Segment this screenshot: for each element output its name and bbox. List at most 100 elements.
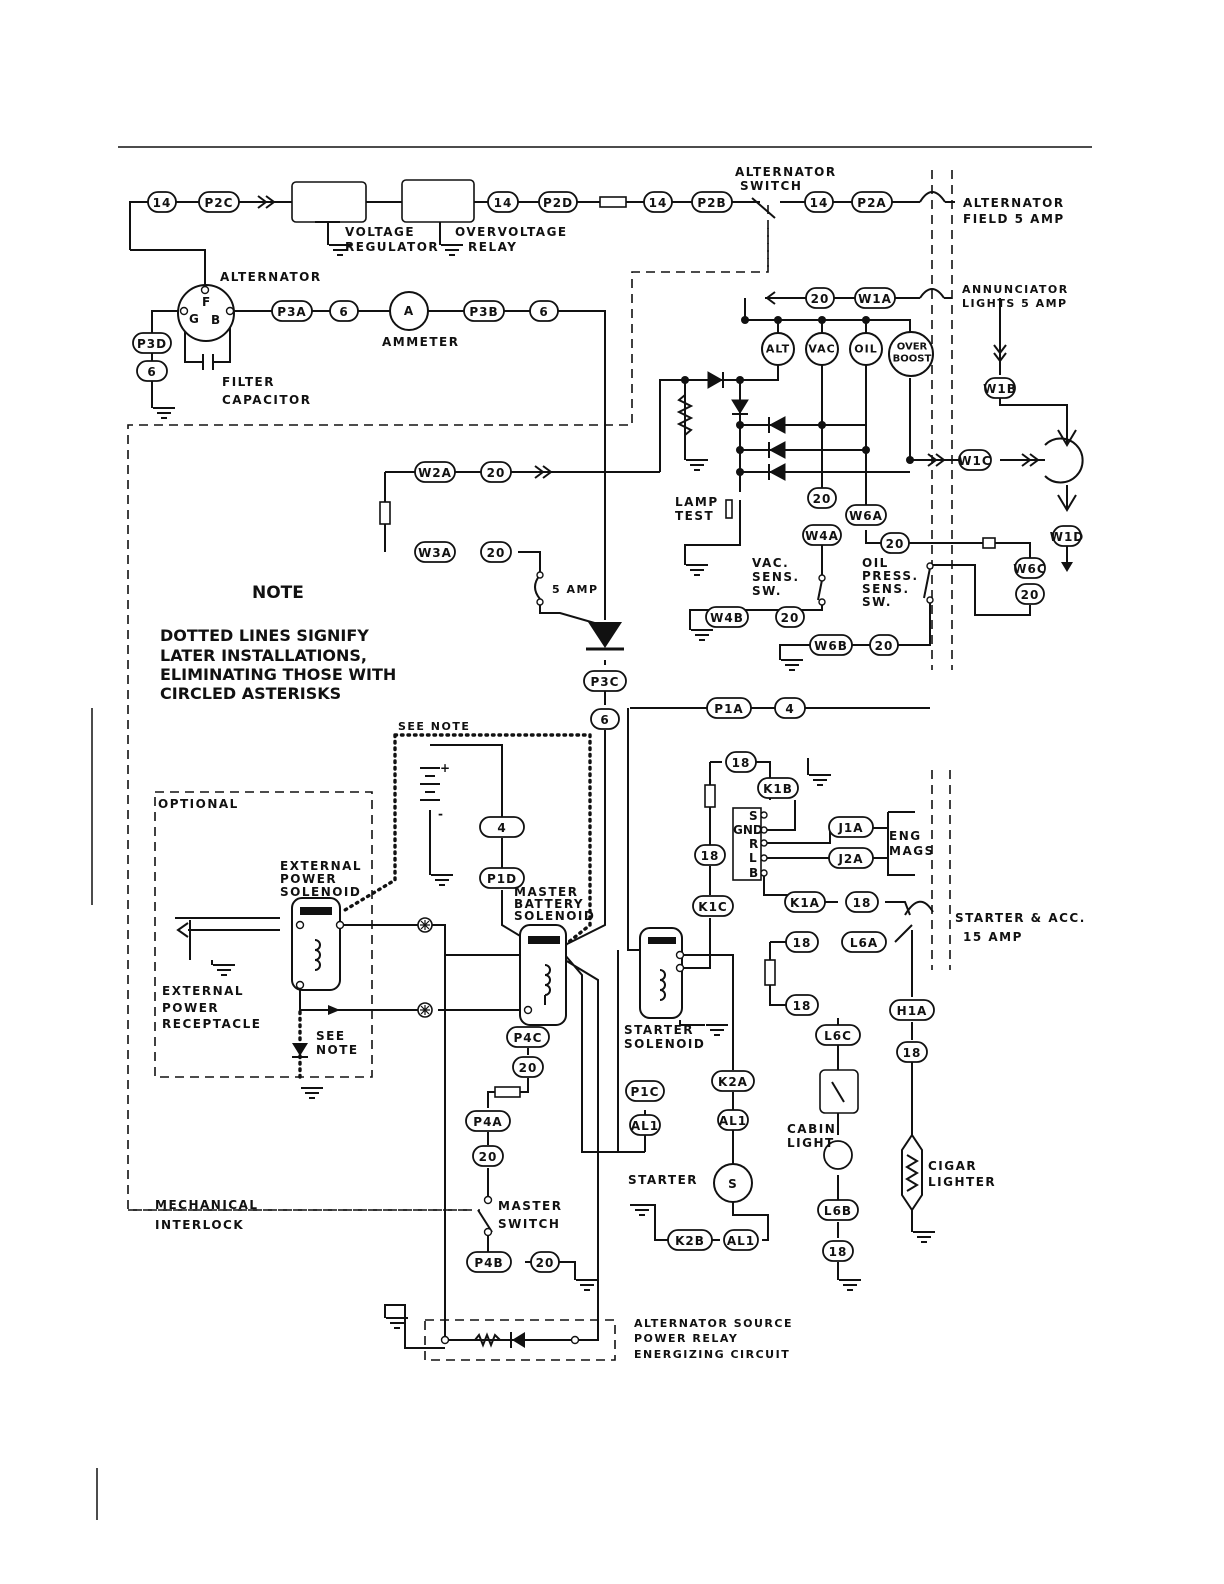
alt-lamp: [761, 332, 795, 366]
wire-tag: 18: [793, 999, 812, 1013]
mag-terminal-label: B: [749, 866, 760, 880]
wire-tag: 6: [339, 305, 348, 319]
annunciator-label: LIGHTS 5 AMP: [962, 297, 1068, 310]
alternator-f-link: [130, 249, 206, 285]
vac-sens-ground: [690, 629, 714, 641]
alt-source-relay-label: POWER RELAY: [634, 1332, 738, 1345]
wire-tag-outline: [472, 1145, 504, 1167]
inline-fuse-field: [599, 196, 627, 208]
wire-tag: 18: [793, 936, 812, 950]
wire-tag: P2C: [205, 196, 234, 210]
wire-tag-outline: [480, 461, 512, 483]
note-line: LATER INSTALLATIONS,: [160, 646, 367, 665]
mechanical-interlock-label: INTERLOCK: [155, 1218, 244, 1232]
wire-tag: 14: [153, 196, 172, 210]
external-power-diode: [328, 1005, 340, 1015]
acc-branch: [769, 924, 913, 1006]
vac-lamp: [805, 332, 839, 366]
wire-tag-outline: [512, 1056, 544, 1078]
cabin-light-bulb: [823, 1140, 853, 1170]
wire-tag-outline: [809, 634, 853, 656]
oil-press-label: SW.: [862, 595, 892, 609]
overvoltage-relay: [401, 179, 475, 223]
wire-tag: K2A: [718, 1075, 748, 1089]
wire-tag: 20: [519, 1061, 538, 1075]
wire-tag: K1C: [698, 900, 727, 914]
starter-symbol: S: [728, 1177, 738, 1191]
wire-tag-outline: [817, 1199, 859, 1221]
wire-tag-outline: [667, 1229, 713, 1251]
eng-mags-label: ENG: [889, 829, 922, 843]
battery-minus: -: [438, 807, 444, 821]
lamp-test-switch: [725, 499, 733, 519]
junction-dots: [524, 316, 914, 972]
wire-tag-outline: [822, 1240, 854, 1262]
mag-terminal-label: GND: [733, 823, 763, 837]
alt-lamp-out: [739, 365, 779, 400]
wire-tag-outline: [271, 300, 313, 322]
field-wire-regulator-drop: [327, 220, 441, 245]
lamp-test-label: TEST: [675, 509, 714, 523]
wire-tag: P4B: [474, 1256, 503, 1270]
voltage-regulator-label: REGULATOR: [345, 240, 439, 254]
eng-mags-bracket: [887, 811, 915, 876]
wire-tag: AL1: [719, 1114, 747, 1128]
wire-tag: P2A: [857, 196, 886, 210]
master-switch-ground: [575, 1279, 599, 1291]
vac-sens-label: SENS.: [752, 570, 800, 584]
wire-tag-outline: [706, 697, 752, 719]
resistor-ground: [685, 459, 709, 471]
wire-tag-outline: [841, 931, 887, 953]
wire-tag-outline: [1052, 525, 1082, 547]
overvoltage-relay-label: RELAY: [468, 240, 517, 254]
wire-tag-outline: [147, 191, 177, 213]
alt-source-relay-label: ENERGIZING CIRCUIT: [634, 1348, 790, 1361]
see-note-stacked: SEE: [316, 1029, 346, 1043]
wire-tag: W1A: [858, 292, 892, 306]
wire-tag: 14: [649, 196, 668, 210]
relay-resistor: [474, 1332, 501, 1348]
wire-tag: 18: [853, 896, 872, 910]
inline-fuse-l6: [764, 959, 776, 986]
external-solenoid-out: [340, 924, 520, 956]
lamp-test-ground: [685, 564, 709, 576]
starter-acc-label: 15 AMP: [963, 930, 1023, 944]
wire-tag: 20: [781, 611, 800, 625]
external-power-solenoid: [291, 897, 341, 991]
wire-tag: AL1: [631, 1119, 659, 1133]
wire-tag: W6C: [1013, 562, 1046, 576]
external-solenoid-contact: [300, 907, 332, 915]
wire-tag: W1B: [983, 382, 1017, 396]
wire-tag-outline: [805, 287, 835, 309]
wire-tag-outline: [329, 300, 359, 322]
relay-ground: [384, 1304, 445, 1349]
wire-tag: 6: [600, 713, 609, 727]
wire-tag: 20: [487, 546, 506, 560]
wire-tag: P2B: [697, 196, 726, 210]
wire-tag: K2B: [675, 1234, 705, 1248]
wire-tag: P1C: [631, 1085, 660, 1099]
external-power-solenoid-label: EXTERNAL: [280, 859, 362, 873]
wire-tag-outline: [717, 1109, 749, 1131]
ammeter-symbol: A: [404, 304, 414, 318]
wire-tag-outline: [694, 844, 726, 866]
annunciator-breaker: [919, 288, 945, 299]
inline-fuse-k1: [704, 784, 716, 808]
lamp-test-diodes: [707, 371, 786, 481]
wire-tag-outline: [466, 1251, 512, 1273]
relay-diode: [512, 1332, 525, 1348]
wire-tag-outline: [869, 634, 899, 656]
battery-ground-symbol: [430, 874, 454, 886]
wire-tag-outline: [785, 931, 819, 953]
wire-tag-outline: [414, 541, 456, 563]
overboost-out: [909, 378, 1045, 461]
alternator-terminal-f: [200, 285, 210, 295]
master-solenoid-coil: [544, 964, 551, 1005]
five-amp-label: 5 AMP: [552, 583, 599, 596]
wire-tag-outline: [530, 1251, 560, 1273]
alt-lamp-label: ALT: [766, 343, 790, 356]
wire-tag: 20: [813, 492, 832, 506]
wire-tag-outline: [487, 191, 519, 213]
connector-arrows: [257, 195, 1040, 479]
cigar-lighter-ground: [912, 1231, 936, 1243]
